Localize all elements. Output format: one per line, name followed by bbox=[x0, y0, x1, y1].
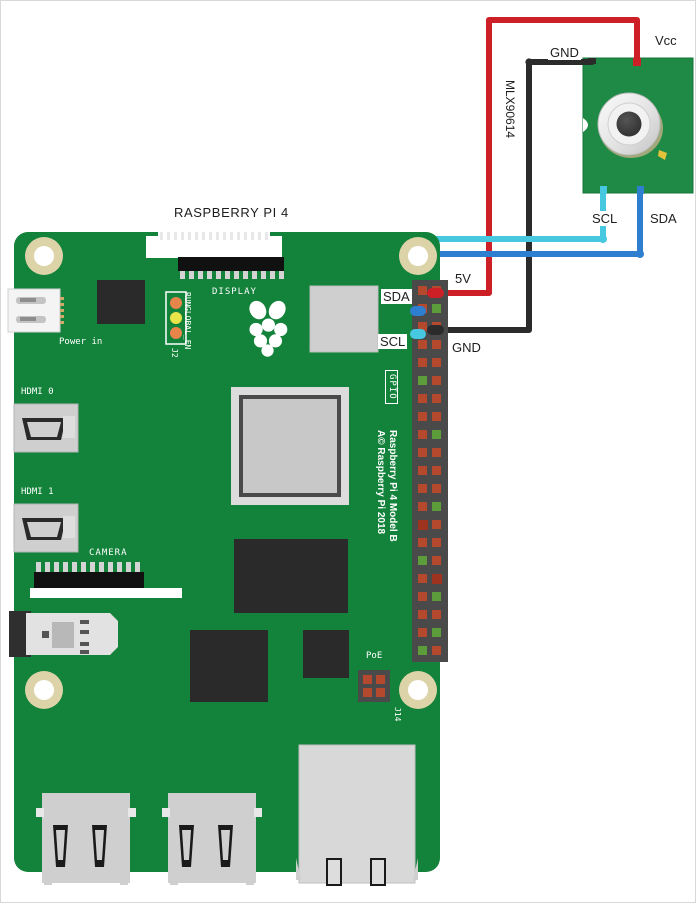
chip-small-topleft bbox=[97, 280, 145, 324]
raspberry-logo bbox=[249, 300, 288, 357]
wireless-shield bbox=[310, 286, 378, 352]
silk-hdmi1: HDMI 1 bbox=[21, 487, 54, 497]
page-title: RASPBERRY PI 4 bbox=[174, 205, 289, 220]
wire-connection-tips bbox=[410, 288, 444, 339]
silk-model-line1: Raspberry Pi 4 Model B bbox=[387, 430, 398, 542]
chip-lower-left bbox=[190, 630, 268, 702]
silk-j14: J14 bbox=[393, 707, 402, 722]
silk-j2: J2 bbox=[170, 348, 179, 358]
mlx90614-module bbox=[582, 57, 694, 194]
hdmi1-connector bbox=[13, 503, 79, 553]
label-gnd-pi: GND bbox=[450, 340, 483, 355]
label-mlx90614: MLX90614 bbox=[503, 80, 517, 139]
mounting-holes bbox=[25, 237, 437, 709]
raspberry-pi-board bbox=[7, 232, 448, 886]
silk-power-in: Power in bbox=[59, 337, 103, 347]
silk-run: RUN bbox=[183, 292, 192, 307]
chip-lower-right bbox=[303, 630, 349, 678]
silk-poe: PoE bbox=[366, 651, 383, 661]
sensor-can bbox=[597, 92, 667, 160]
gpio-header bbox=[412, 280, 448, 662]
label-gnd-sensor: GND bbox=[548, 45, 581, 60]
label-scl-sensor: SCL bbox=[590, 211, 620, 226]
label-sda-sensor: SDA bbox=[648, 211, 679, 226]
gpio-pins bbox=[418, 286, 442, 655]
hdmi0-connector bbox=[13, 403, 79, 453]
silk-global-en: GLOBAL_EN bbox=[183, 306, 192, 350]
display-connector bbox=[146, 232, 284, 279]
j2-header bbox=[165, 291, 187, 345]
silk-model-line2: A© Raspberry Pi 2018 bbox=[375, 430, 386, 535]
soc-chip bbox=[231, 387, 349, 505]
audio-jack bbox=[9, 611, 118, 657]
label-vcc: Vcc bbox=[653, 33, 679, 48]
silk-hdmi0: HDMI 0 bbox=[21, 387, 54, 397]
silk-gpio: GPIO bbox=[385, 370, 398, 404]
silk-camera: CAMERA bbox=[89, 548, 128, 558]
ram-chip bbox=[234, 539, 348, 613]
silk-display: DISPLAY bbox=[212, 287, 257, 297]
label-sda-pi: SDA bbox=[381, 289, 412, 304]
power-connector bbox=[7, 288, 64, 333]
usb-ports bbox=[36, 793, 262, 885]
camera-connector bbox=[30, 562, 182, 598]
poe-header bbox=[358, 670, 390, 702]
ethernet-port bbox=[296, 744, 418, 886]
label-5v-pi: 5V bbox=[453, 271, 473, 286]
label-scl-pi: SCL bbox=[378, 334, 408, 349]
